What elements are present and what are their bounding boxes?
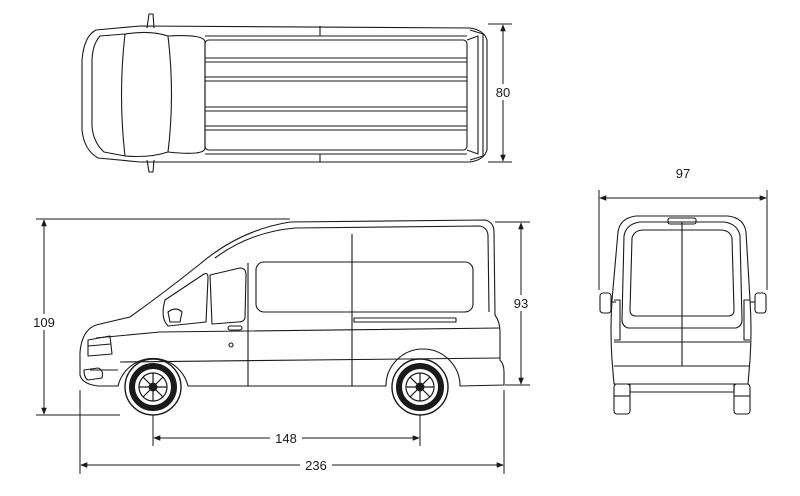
- rear-view-mirror-left: [599, 292, 612, 314]
- top-view-hood: [91, 33, 126, 157]
- top-view-mirror-right: [146, 159, 155, 173]
- side-view: [79, 219, 505, 387]
- side-view-side-window: [255, 261, 474, 313]
- side-view-mirror: [167, 308, 183, 323]
- rear-view-brake-light: [667, 217, 697, 225]
- overall-length-dimension: [79, 390, 505, 474]
- side-view-windshield: [162, 272, 209, 327]
- overall-length-label: 236: [305, 458, 327, 473]
- wheelbase-label: 148: [275, 431, 297, 446]
- top-view: [81, 13, 488, 173]
- side-view-door-window: [209, 267, 247, 325]
- rear-view-tire-left: [613, 383, 631, 415]
- rear-wheel: [391, 358, 449, 416]
- rear-view: [599, 215, 767, 415]
- overall-height-label: 109: [33, 315, 55, 330]
- rear-width-label: 97: [676, 166, 690, 181]
- rear-width-dimension: [598, 190, 768, 290]
- top-view-outline: [81, 25, 488, 163]
- side-view-door-handle: [227, 325, 243, 331]
- rear-view-mirror-right: [754, 292, 767, 314]
- side-view-headlight: [83, 367, 104, 381]
- rear-view-outline: [610, 215, 752, 385]
- side-view-door-rail: [353, 317, 457, 323]
- top-view-roof: [204, 39, 468, 151]
- rear-view-glass: [629, 229, 735, 317]
- rear-view-tire-right: [733, 383, 751, 415]
- front-wheel: [124, 358, 182, 416]
- body-height-label: 93: [514, 296, 528, 311]
- top-view-mirror-left: [146, 13, 155, 29]
- top-width-label: 80: [496, 85, 510, 100]
- top-view-windshield: [124, 31, 173, 158]
